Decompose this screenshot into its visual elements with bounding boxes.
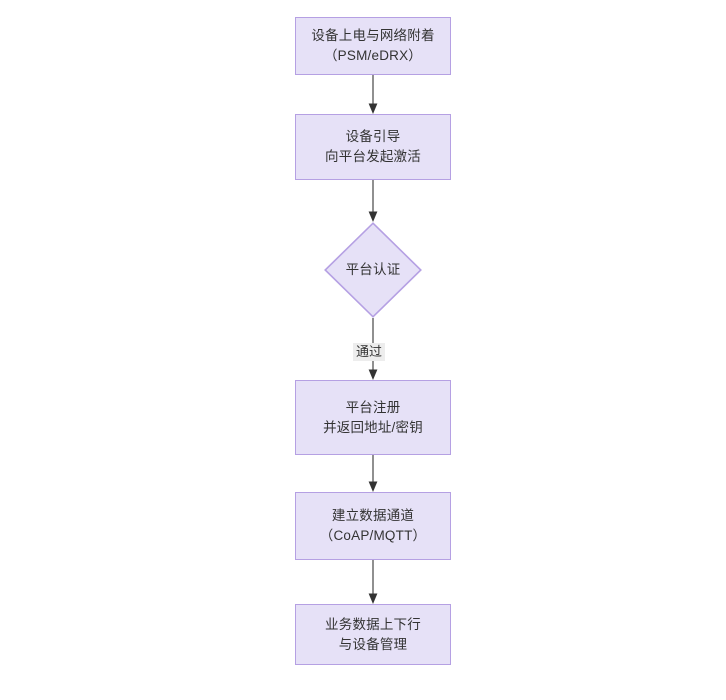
node-label-line: 设备上电与网络附着: [311, 28, 435, 43]
node-label-line: （CoAP/MQTT）: [319, 528, 427, 543]
node-business-data-and-device-management[interactable]: 业务数据上下行 与设备管理: [295, 604, 451, 665]
node-platform-registration[interactable]: 平台注册 并返回地址/密钥: [295, 380, 451, 455]
node-platform-authentication[interactable]: 平台认证: [324, 222, 422, 318]
node-label-line: 建立数据通道: [331, 508, 415, 523]
node-device-power-on[interactable]: 设备上电与网络附着 （PSM/eDRX）: [295, 17, 451, 75]
node-label-line: 与设备管理: [338, 636, 408, 652]
edge-n1-n2: [366, 75, 380, 115]
edge-n2-n3: [366, 180, 380, 223]
edge-n5-n6: [366, 560, 380, 605]
node-label-line: 设备引导: [345, 129, 401, 144]
edge-n4-n5: [366, 455, 380, 493]
node-label-line: （PSM/eDRX）: [323, 48, 423, 63]
node-device-bootstrap[interactable]: 设备引导 向平台发起激活: [295, 114, 451, 180]
node-label-line: 向平台发起激活: [325, 149, 421, 164]
node-label-line: 业务数据上下行: [325, 616, 421, 632]
node-label-line: 并返回地址/密钥: [323, 419, 423, 435]
node-data-channel[interactable]: 建立数据通道 （CoAP/MQTT）: [295, 492, 451, 560]
node-label-line: 平台注册: [345, 399, 401, 415]
edge-label-pass: 通过: [353, 343, 386, 361]
